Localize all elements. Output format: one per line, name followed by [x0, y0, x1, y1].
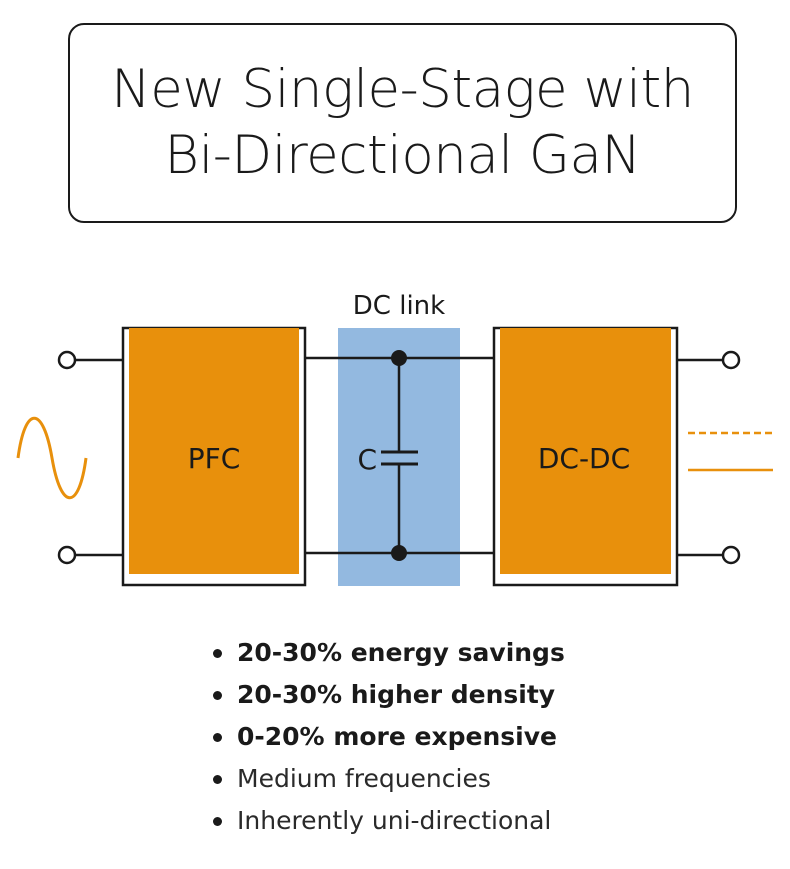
bullet-text: Medium frequencies [237, 764, 491, 793]
input-terminal-bottom [57, 545, 77, 565]
bullet-energy-savings: 20-30% energy savings [213, 632, 565, 674]
capacitor-label: C [357, 443, 377, 476]
input-terminal-top [57, 350, 77, 370]
dcdc-block [500, 328, 671, 574]
bullet-medium-frequencies: Medium frequencies [213, 758, 565, 800]
feature-list: 20-30% energy savings 20-30% higher dens… [213, 632, 565, 842]
pfc-block [129, 328, 299, 574]
bullet-text: Inherently uni-directional [237, 806, 552, 835]
bullet-text: 20-30% higher density [237, 680, 556, 709]
pfc-label: PFC [188, 442, 241, 475]
converter-diagram: DC link PFC C DC-DC [16, 291, 773, 587]
junction-dot-top [391, 350, 407, 366]
bullet-text: 0-20% more expensive [237, 722, 557, 751]
title-line-2: Bi-Directional GaN [164, 125, 641, 186]
bullet-text: 20-30% energy savings [237, 638, 565, 667]
title-line-1: New Single-Stage with [111, 59, 694, 120]
bullet-more-expensive: 0-20% more expensive [213, 716, 565, 758]
bullet-dot [213, 817, 222, 826]
output-terminal-top [721, 350, 741, 370]
bullet-higher-density: 20-30% higher density [213, 674, 565, 716]
bullet-dot [213, 649, 222, 658]
title-box: New Single-Stage with Bi-Directional GaN [68, 23, 737, 223]
junction-dot-bottom [391, 545, 407, 561]
bullet-dot [213, 733, 222, 742]
dc-link-label: DC link [353, 291, 445, 321]
dcdc-label: DC-DC [538, 442, 630, 475]
ac-sine-icon [16, 416, 88, 500]
output-terminal-bottom [721, 545, 741, 565]
bullet-dot [213, 775, 222, 784]
bullet-dot [213, 691, 222, 700]
bullet-uni-directional: Inherently uni-directional [213, 800, 565, 842]
